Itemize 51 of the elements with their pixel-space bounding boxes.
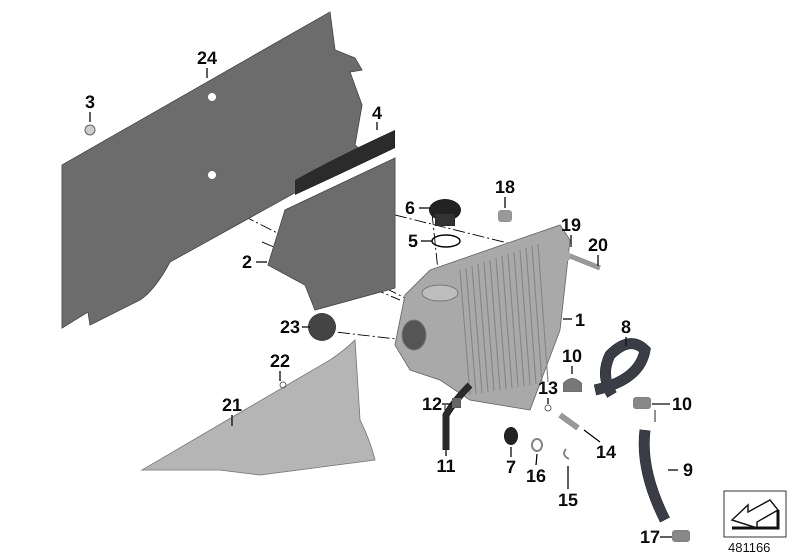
callout-number: 15 — [558, 491, 578, 509]
leader-line — [419, 207, 430, 209]
leader-line — [376, 122, 378, 130]
leader-line — [563, 318, 572, 320]
callout-number: 1 — [575, 311, 585, 329]
callout-number: 17 — [640, 528, 660, 546]
callout-number: 4 — [372, 104, 382, 122]
leader-line — [584, 429, 600, 443]
callout-number: 13 — [538, 379, 558, 397]
callout-number: 10 — [562, 347, 582, 365]
leader-line — [668, 469, 678, 471]
leader-line — [256, 261, 267, 263]
callout-number: 8 — [621, 318, 631, 336]
callout-number: 24 — [196, 49, 218, 67]
callout-number: 6 — [405, 199, 415, 217]
callout-number: 22 — [270, 352, 290, 370]
callout-number: 10 — [672, 395, 692, 413]
callout-number: 12 — [422, 395, 442, 413]
callout-number: 11 — [436, 457, 456, 475]
leader-line — [442, 403, 452, 405]
leader-line — [567, 466, 569, 489]
leader-line — [570, 235, 572, 247]
leader-line — [206, 68, 208, 78]
callout-number: 2 — [242, 253, 252, 271]
callout-number: 9 — [683, 461, 693, 479]
callout-number: 21 — [222, 396, 242, 414]
callout-number: 5 — [408, 232, 418, 250]
leader-line — [89, 112, 91, 122]
callout-number: 3 — [85, 93, 95, 111]
leader-line — [421, 240, 432, 242]
callout-number: 20 — [588, 236, 608, 254]
leader-line — [625, 337, 627, 346]
callout-number: 7 — [506, 458, 516, 476]
callout-number: 19 — [560, 216, 582, 234]
leader-line — [510, 447, 512, 457]
leader-line — [571, 366, 573, 374]
leader-line — [547, 398, 549, 404]
leader-line — [445, 450, 447, 456]
callout-number: 23 — [280, 318, 300, 336]
callout-number: 14 — [596, 443, 616, 461]
leader-line — [597, 255, 599, 266]
callout-number: 16 — [526, 467, 546, 485]
leader-line — [231, 415, 233, 426]
callout-number: 18 — [494, 178, 516, 196]
leader-line — [652, 403, 670, 405]
leader-line — [504, 197, 506, 208]
leader-line — [279, 371, 281, 381]
leader-line — [302, 326, 310, 328]
diagram-number: 481166 — [728, 541, 770, 555]
leader-line — [660, 536, 672, 538]
leader-line — [535, 454, 538, 466]
